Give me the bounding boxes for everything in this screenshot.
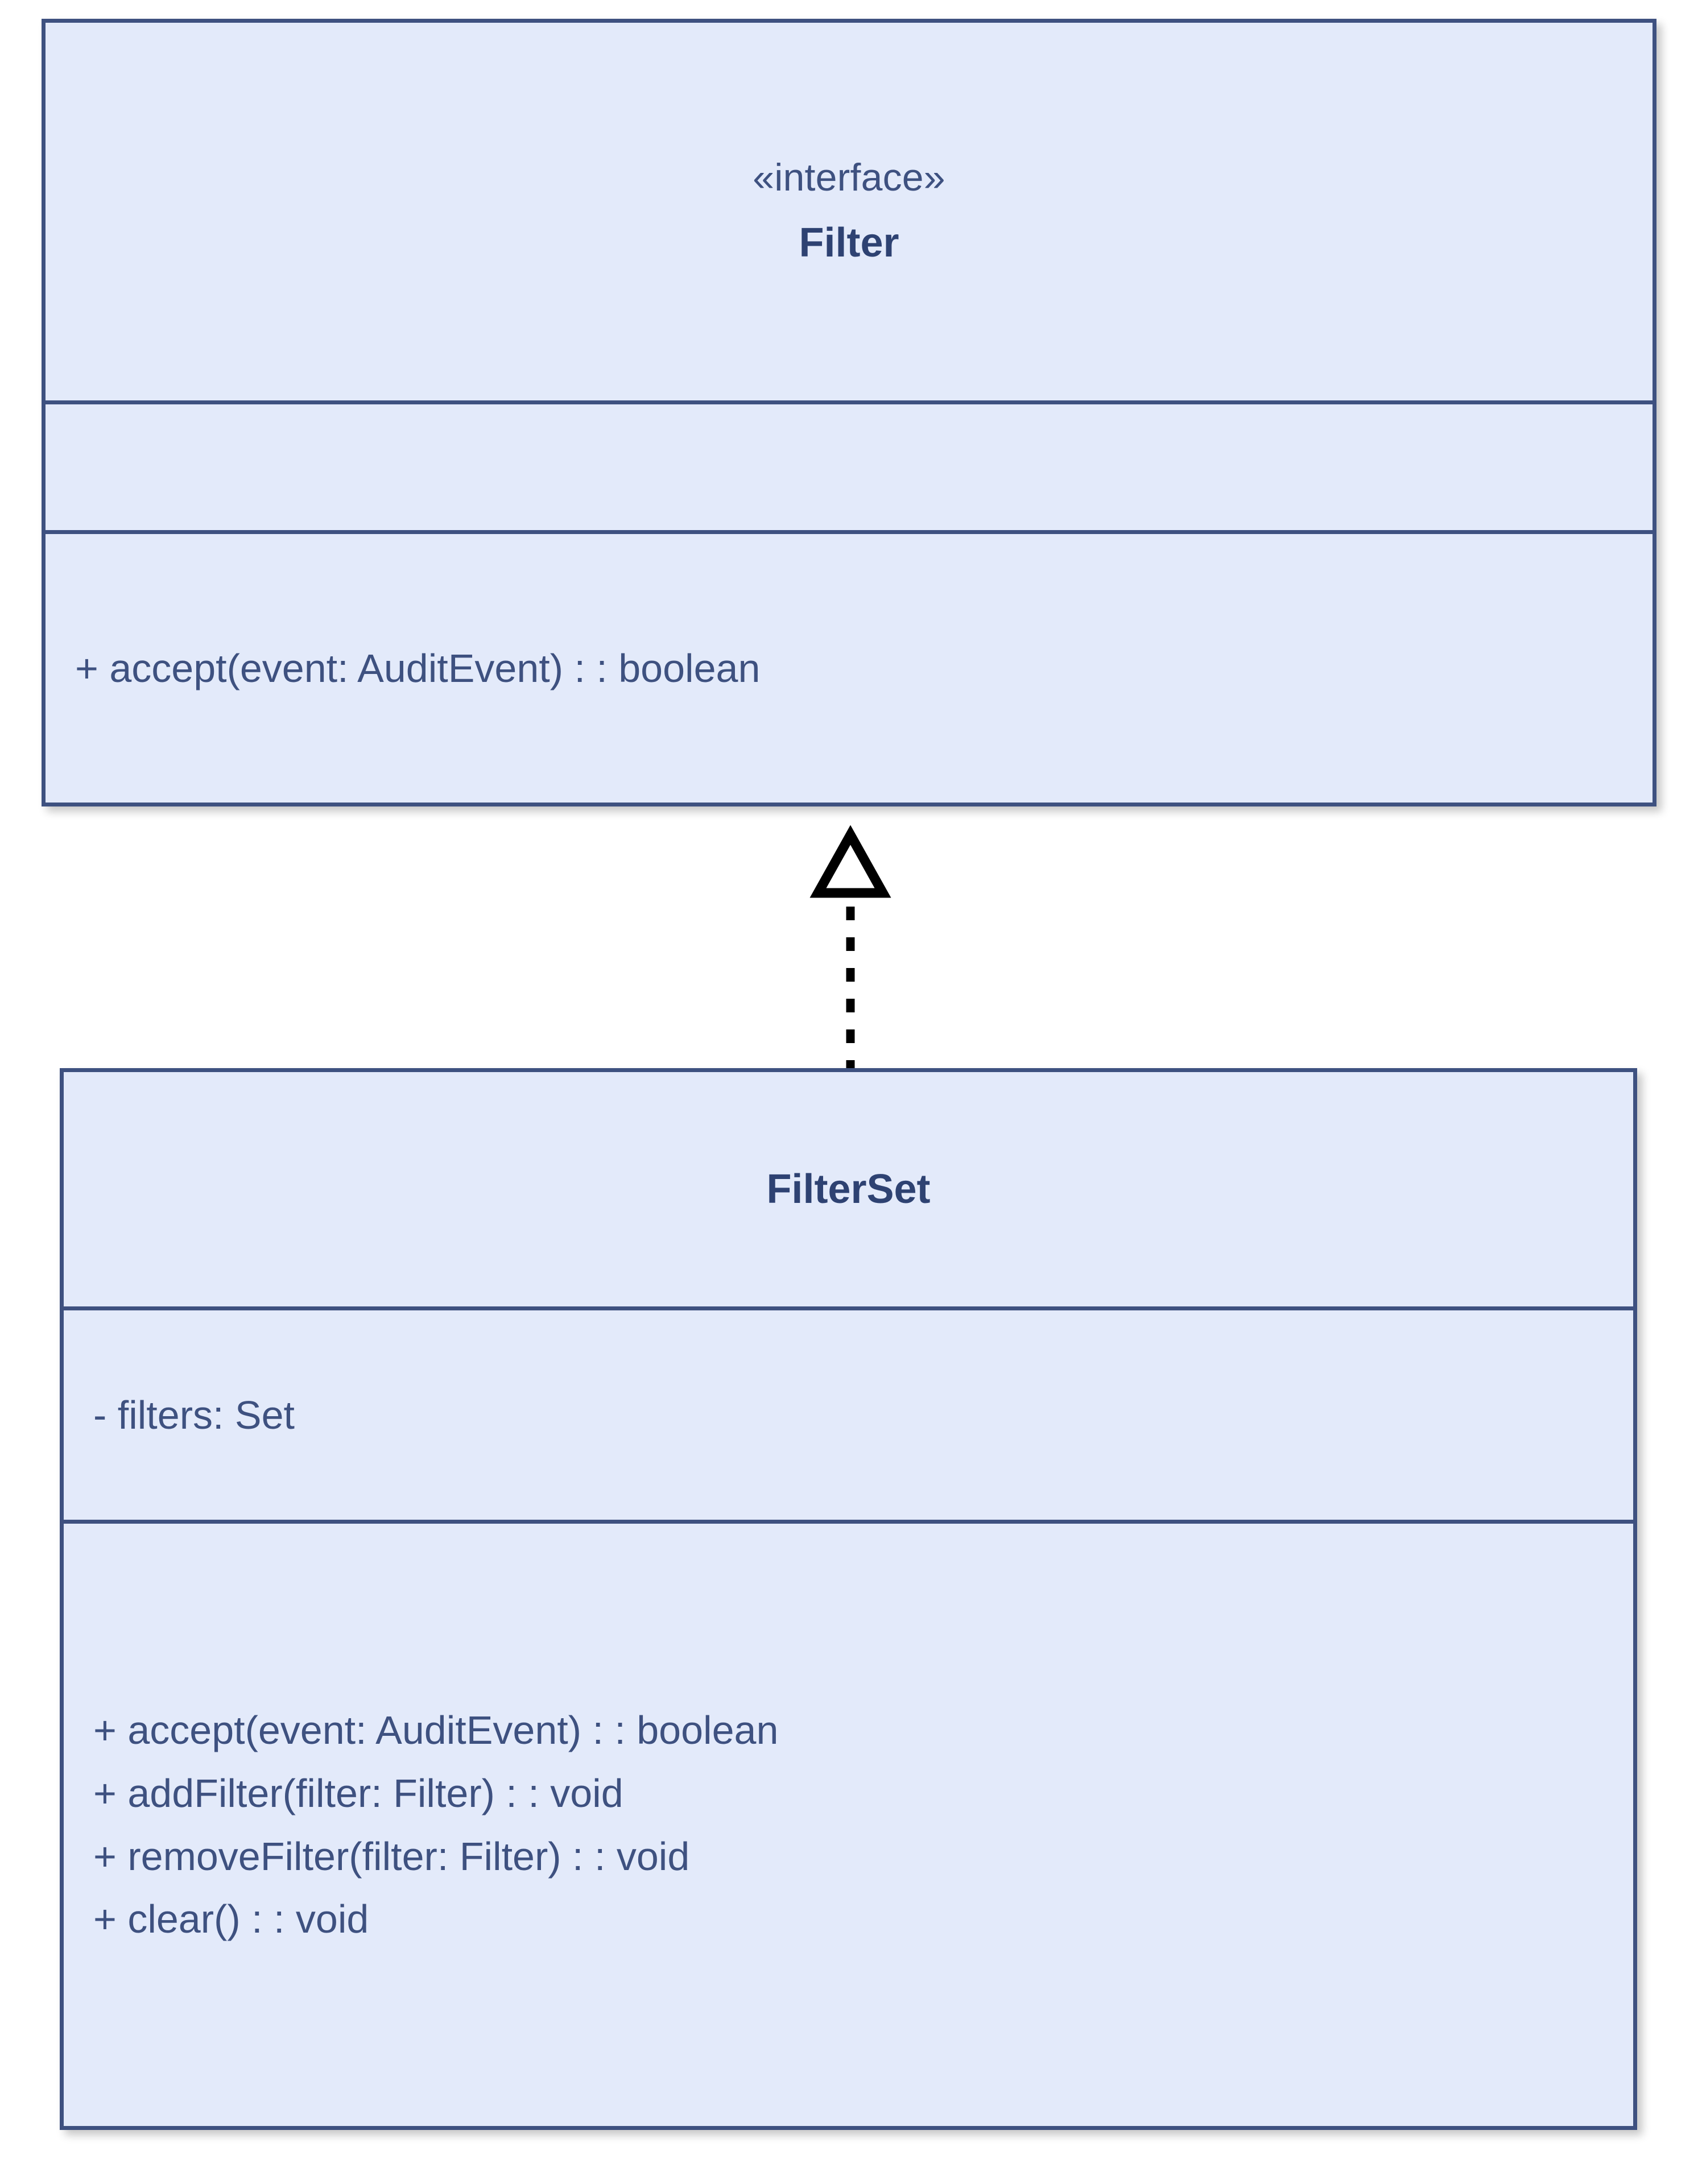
method-item: + clear() : : void: [93, 1897, 369, 1942]
attribute-item: - filters: Set: [93, 1392, 295, 1437]
class-header-filterset: FilterSet: [64, 1072, 1633, 1306]
uml-class-filter[interactable]: «interface» Filter + accept(event: Audit…: [42, 19, 1656, 806]
class-attributes-filterset: - filters: Set: [64, 1306, 1633, 1520]
class-methods-filterset: + accept(event: AuditEvent) : : boolean …: [64, 1520, 1633, 2126]
realization-connector-filterset-to-filter: [809, 825, 891, 1074]
method-list-filter: + accept(event: AuditEvent) : : boolean: [46, 637, 1653, 700]
class-stereotype-filter: «interface»: [753, 156, 945, 200]
class-attributes-filter: [46, 400, 1653, 530]
class-title-filterset: FilterSet: [766, 1166, 931, 1212]
method-item: + accept(event: AuditEvent) : : boolean: [93, 1708, 779, 1753]
method-item: + accept(event: AuditEvent) : : boolean: [75, 646, 761, 690]
attribute-list-filterset: - filters: Set: [64, 1384, 1633, 1447]
uml-class-filterset[interactable]: FilterSet - filters: Set + accept(event:…: [60, 1068, 1637, 2130]
method-item: + removeFilter(filter: Filter) : : void: [93, 1834, 690, 1879]
class-title-filter: Filter: [799, 220, 899, 266]
method-list-filterset: + accept(event: AuditEvent) : : boolean …: [64, 1699, 1633, 1950]
class-header-filter: «interface» Filter: [46, 23, 1653, 400]
class-methods-filter: + accept(event: AuditEvent) : : boolean: [46, 530, 1653, 803]
hollow-triangle-arrowhead: [809, 825, 891, 898]
method-item: + addFilter(filter: Filter) : : void: [93, 1771, 623, 1815]
